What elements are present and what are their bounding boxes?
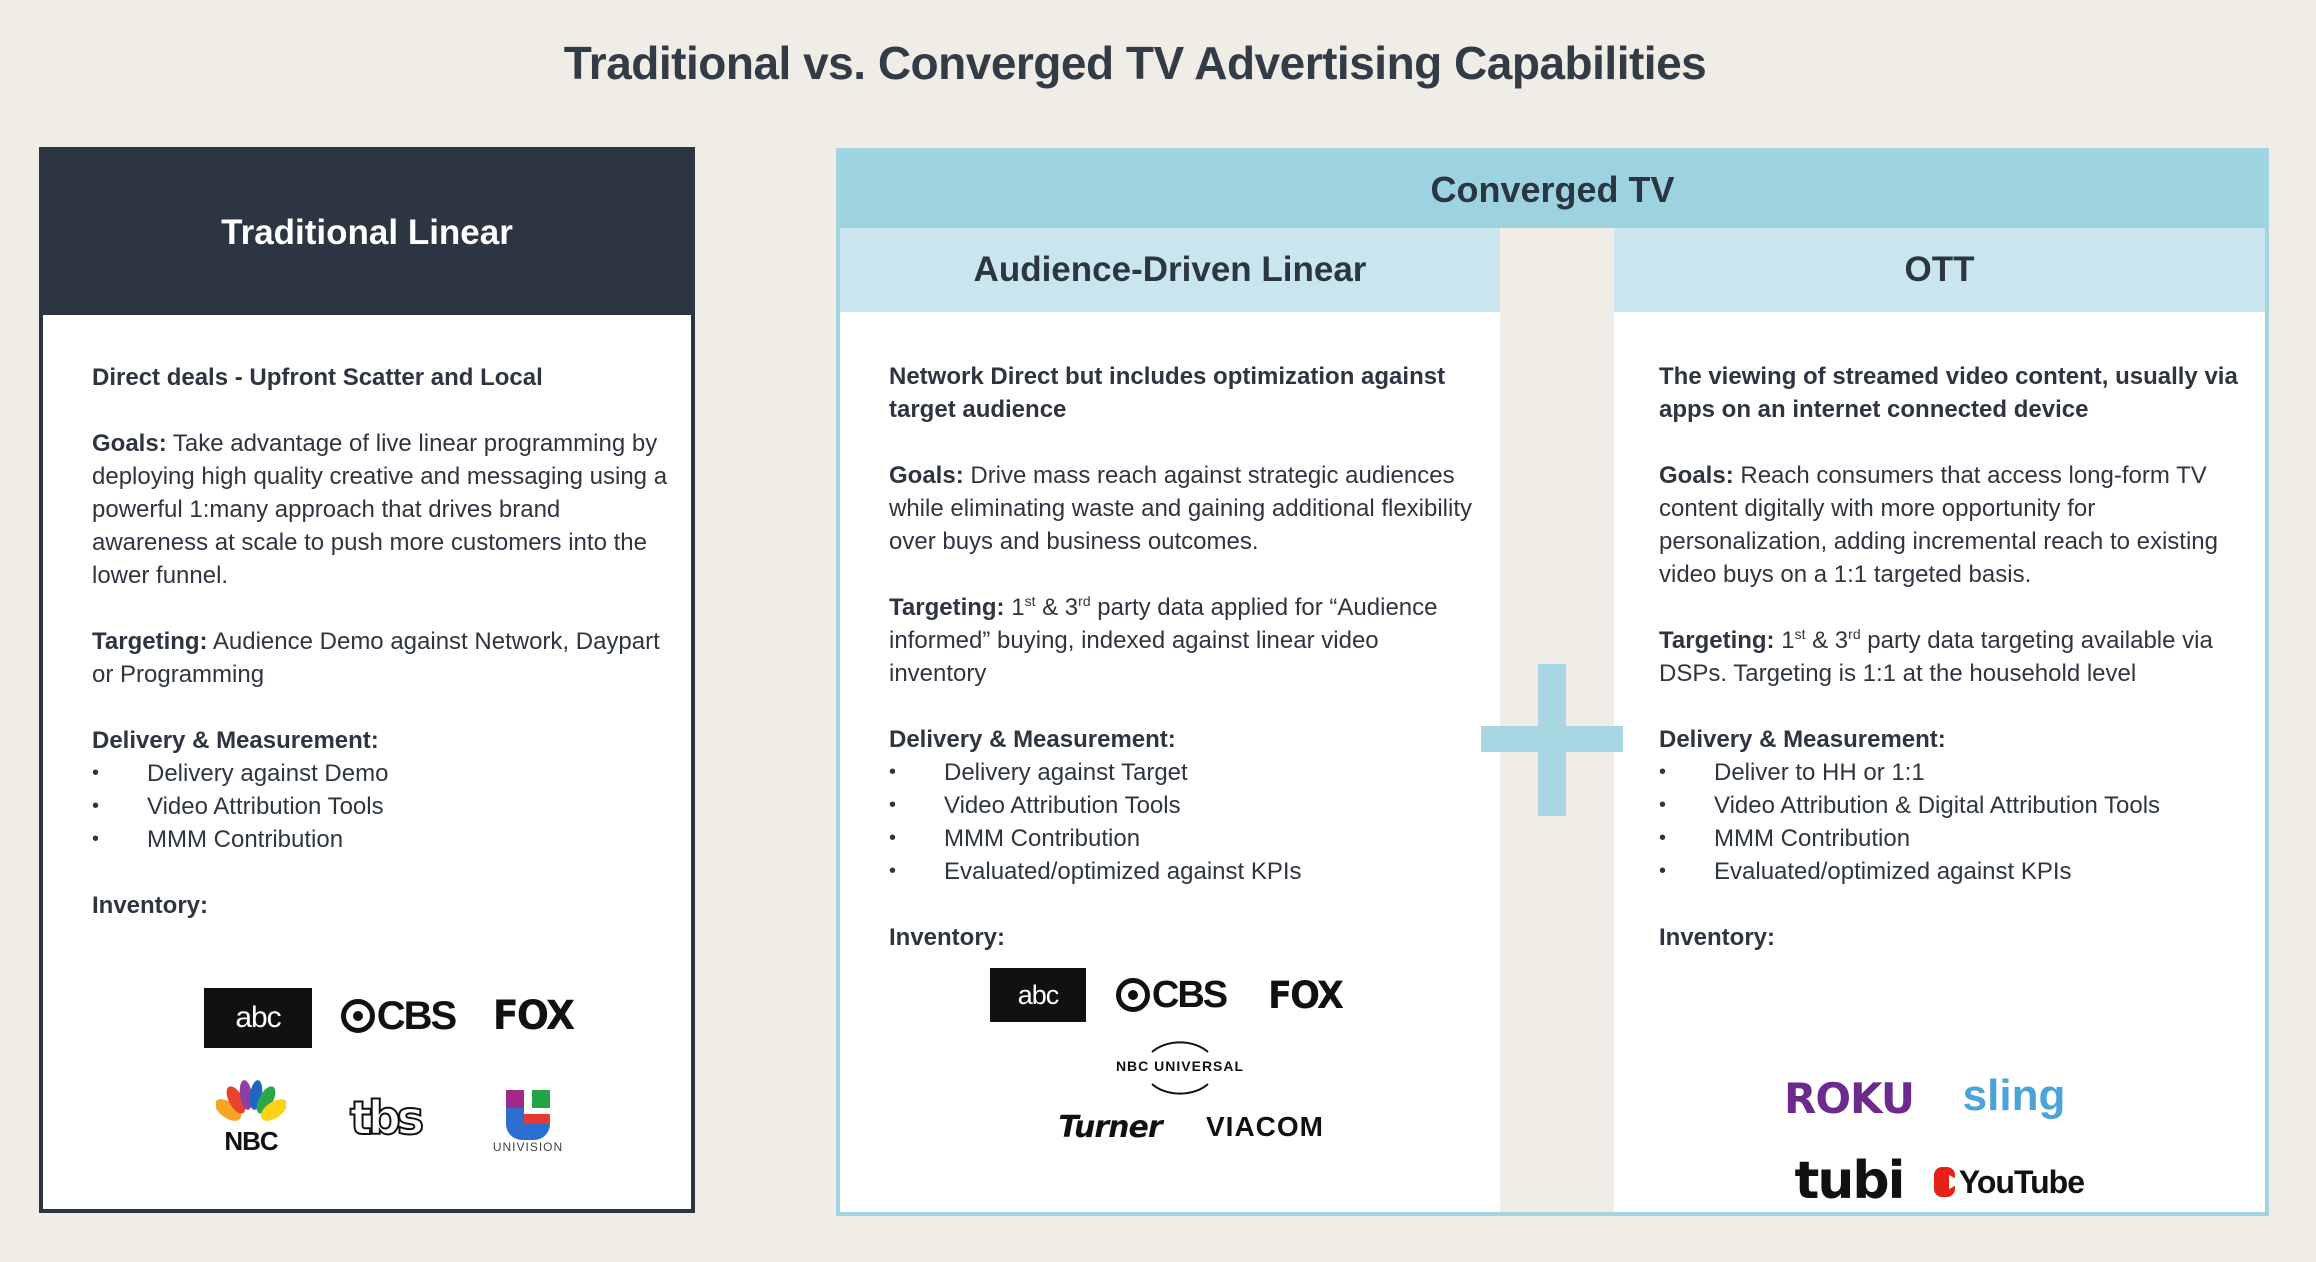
- audience-driven-linear-header: Audience-Driven Linear: [840, 228, 1500, 312]
- sling-logo: sling: [1962, 1071, 2066, 1120]
- abc-logo: abc: [990, 968, 1086, 1022]
- cbs-eye-icon: [340, 999, 375, 1033]
- page-title: Traditional vs. Converged TV Advertising…: [563, 37, 1707, 89]
- traditional-goals: Goals: Take advantage of live linear pro…: [92, 430, 668, 589]
- ott-delivery-label: Delivery & Measurement:: [1659, 726, 1946, 753]
- plus-icon-horizontal: [1481, 726, 1623, 752]
- traditional-content: Direct deals - Upfront Scatter and Local…: [92, 361, 672, 955]
- audience-driven-linear-column: Audience-Driven Linear Network Direct bu…: [840, 228, 1500, 1212]
- abc-logo: abc: [204, 988, 312, 1048]
- nbc-universal-globe-icon: [1151, 1041, 1209, 1095]
- traditional-targeting: Targeting: Audience Demo against Network…: [92, 628, 660, 688]
- youtube-logo: YouTube: [1934, 1154, 2085, 1210]
- traditional-lead: Direct deals - Upfront Scatter and Local: [92, 364, 543, 391]
- ott-delivery-list: Deliver to HH or 1:1 Video Attribution &…: [1659, 756, 2239, 888]
- youtube-play-icon: [1934, 1167, 1962, 1197]
- adl-targeting: Targeting: 1st & 3rd party data applied …: [889, 593, 1438, 687]
- list-item: MMM Contribution: [1659, 822, 2239, 855]
- cbs-eye-icon: [1115, 978, 1150, 1012]
- traditional-delivery-label: Delivery & Measurement:: [92, 727, 379, 754]
- nbc-logo: NBC: [206, 1076, 296, 1161]
- univision-mark-icon: [506, 1090, 550, 1140]
- adl-delivery-label: Delivery & Measurement:: [889, 726, 1176, 753]
- list-item: Delivery against Demo: [92, 757, 672, 790]
- list-item: Video Attribution & Digital Attribution …: [1659, 789, 2239, 822]
- list-item: MMM Contribution: [92, 823, 672, 856]
- adl-content: Network Direct but includes optimization…: [889, 360, 1479, 987]
- adl-goals: Goals: Drive mass reach against strategi…: [889, 462, 1473, 555]
- list-item: Delivery against Target: [889, 756, 1479, 789]
- adl-inventory-label: Inventory:: [889, 924, 1006, 951]
- tubi-logo: tubi: [1794, 1151, 1906, 1211]
- list-item: Evaluated/optimized against KPIs: [889, 855, 1479, 888]
- traditional-linear-header: Traditional Linear: [43, 151, 691, 315]
- ott-targeting: Targeting: 1st & 3rd party data targetin…: [1659, 626, 2213, 687]
- roku-logo: ROKU: [1784, 1073, 1915, 1123]
- list-item: Video Attribution Tools: [92, 790, 672, 823]
- cbs-logo: CBS: [318, 986, 478, 1046]
- viacom-logo: VIACOM: [1206, 1111, 1324, 1142]
- ott-lead: The viewing of streamed video content, u…: [1659, 363, 2238, 423]
- traditional-delivery-list: Delivery against Demo Video Attribution …: [92, 757, 672, 856]
- ott-content: The viewing of streamed video content, u…: [1659, 360, 2239, 987]
- adl-lead: Network Direct but includes optimization…: [889, 363, 1446, 423]
- nbc-peacock-icon: [216, 1080, 286, 1121]
- ott-header: OTT: [1614, 228, 2265, 312]
- turner-logo: Turner: [1058, 1109, 1162, 1145]
- fox-logo: FOX: [1267, 973, 1344, 1017]
- ott-column: OTT The viewing of streamed video conten…: [1614, 228, 2265, 1212]
- nbc-universal-logo: NBC UNIVERSAL: [1080, 1036, 1280, 1096]
- ott-inventory-label: Inventory:: [1659, 924, 1776, 951]
- adl-delivery-list: Delivery against Target Video Attributio…: [889, 756, 1479, 888]
- list-item: Deliver to HH or 1:1: [1659, 756, 2239, 789]
- cbs-logo: CBS: [1096, 966, 1246, 1024]
- list-item: Video Attribution Tools: [889, 789, 1479, 822]
- converged-tv-panel: Converged TV Audience-Driven Linear Netw…: [836, 148, 2269, 1216]
- ott-goals: Goals: Reach consumers that access long-…: [1659, 462, 2218, 588]
- fox-logo: FOX: [492, 993, 575, 1039]
- tbs-logo: tbs: [349, 1090, 425, 1146]
- converged-tv-header: Converged TV: [840, 152, 2265, 228]
- list-item: Evaluated/optimized against KPIs: [1659, 855, 2239, 888]
- list-item: MMM Contribution: [889, 822, 1479, 855]
- traditional-linear-panel: Traditional Linear Direct deals - Upfron…: [39, 147, 695, 1213]
- traditional-inventory-label: Inventory:: [92, 892, 209, 919]
- univision-logo: UNIVISION: [463, 1071, 593, 1171]
